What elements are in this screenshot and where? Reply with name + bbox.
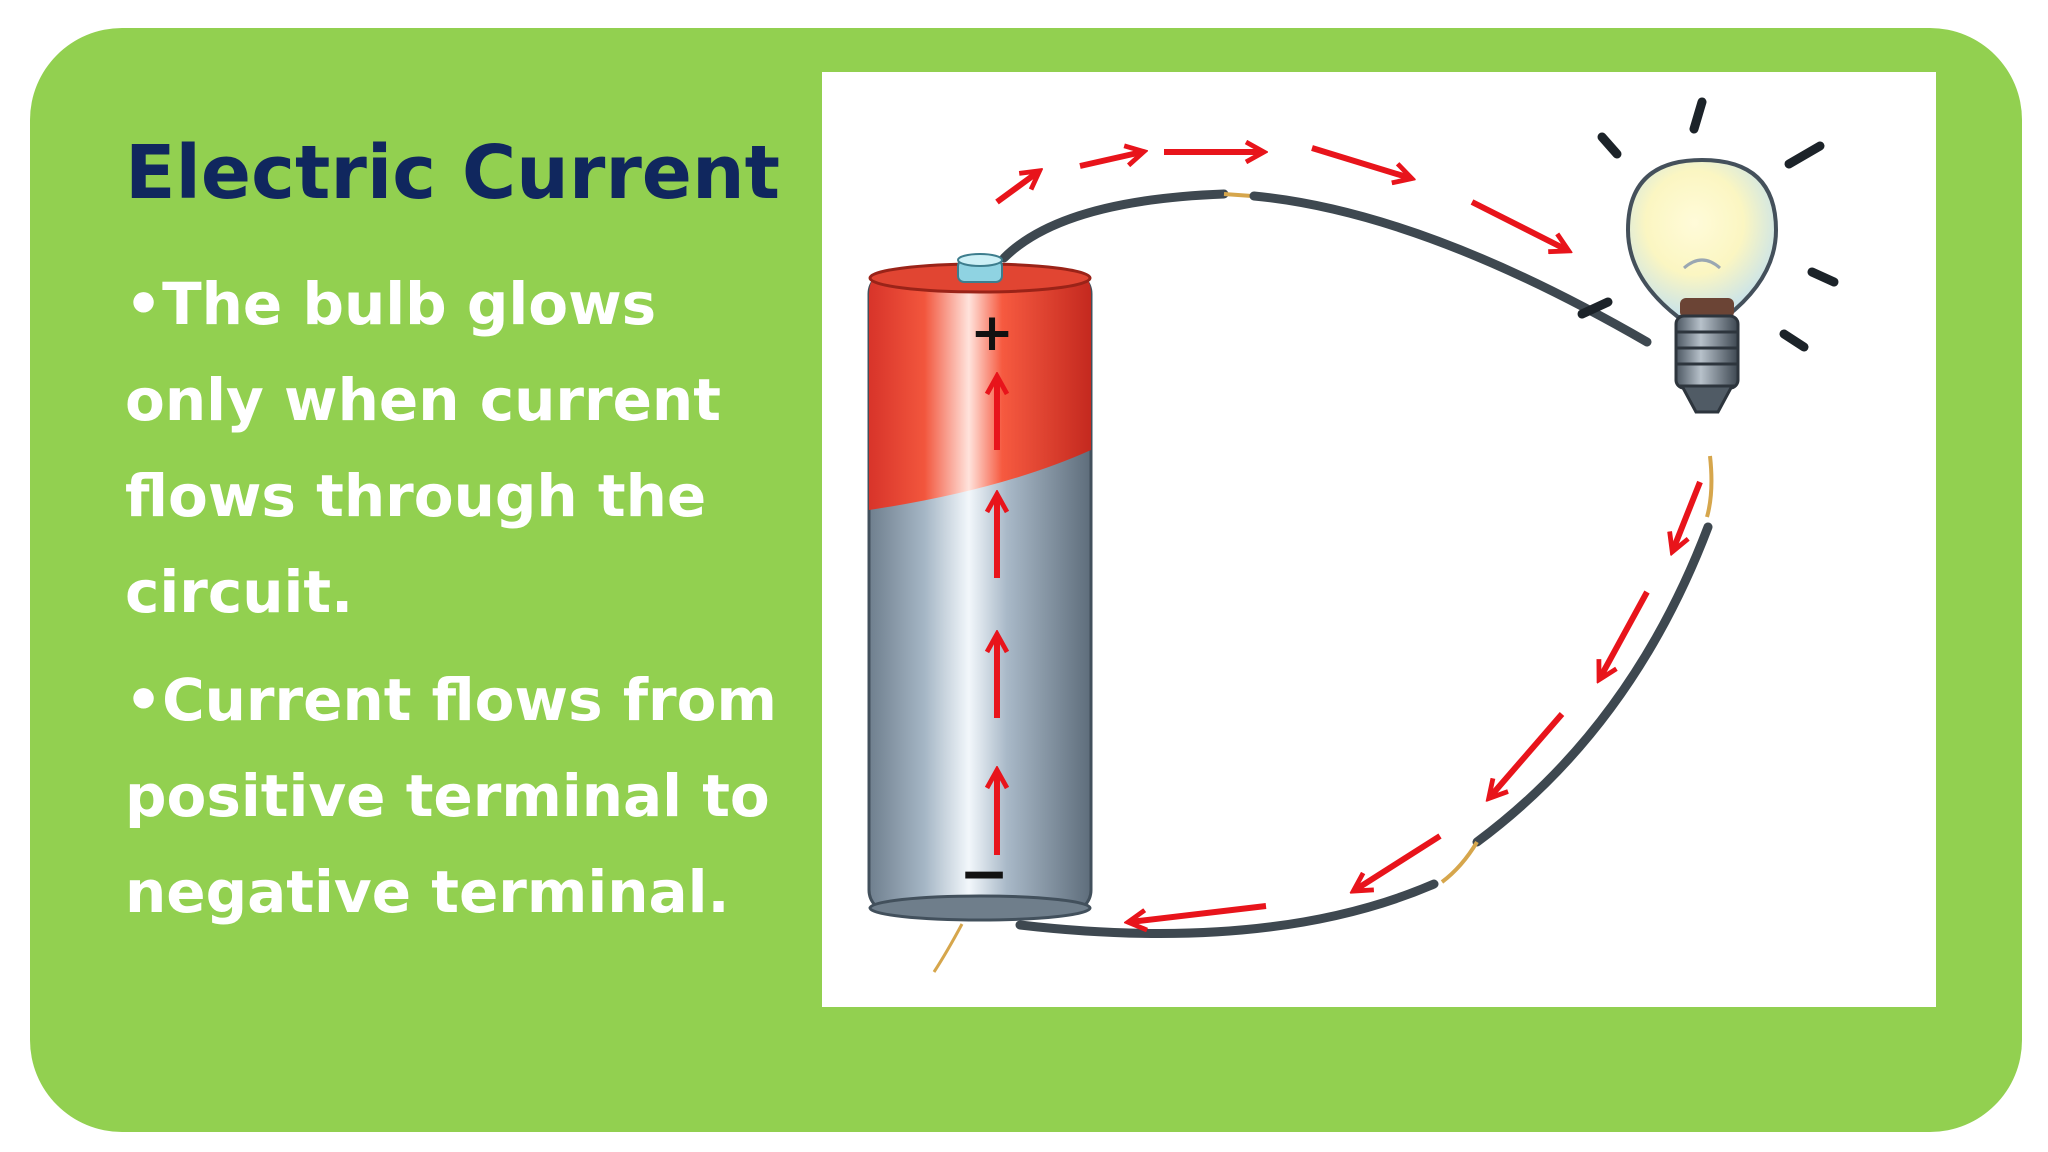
bullet-list: •The bulb glows only when current flows … bbox=[125, 256, 805, 952]
current-arrow bbox=[1355, 833, 1442, 890]
circuit-diagram: + − bbox=[867, 97, 1839, 973]
current-arrows bbox=[995, 145, 1703, 922]
current-arrow bbox=[1600, 590, 1650, 678]
circuit-diagram-panel: + − bbox=[822, 72, 1936, 1007]
current-arrow bbox=[1470, 199, 1567, 250]
current-arrow bbox=[1130, 903, 1267, 922]
battery-negative-label: − bbox=[959, 839, 1009, 909]
current-arrow bbox=[1673, 480, 1703, 550]
light-bulb bbox=[1625, 157, 1779, 414]
battery-positive-label: + bbox=[970, 303, 1014, 363]
current-arrow bbox=[995, 172, 1038, 205]
current-arrow bbox=[1490, 712, 1565, 797]
bullet-item-bulb-glows: •The bulb glows only when current flows … bbox=[125, 270, 721, 626]
current-arrow bbox=[1079, 152, 1142, 169]
slide-title: Electric Current bbox=[125, 130, 781, 216]
bulb-glow-rays bbox=[1577, 97, 1839, 352]
current-arrow bbox=[1311, 145, 1410, 178]
battery bbox=[867, 253, 1093, 922]
bullet-item-current-direction: •Current flows from positive terminal to… bbox=[125, 666, 777, 926]
